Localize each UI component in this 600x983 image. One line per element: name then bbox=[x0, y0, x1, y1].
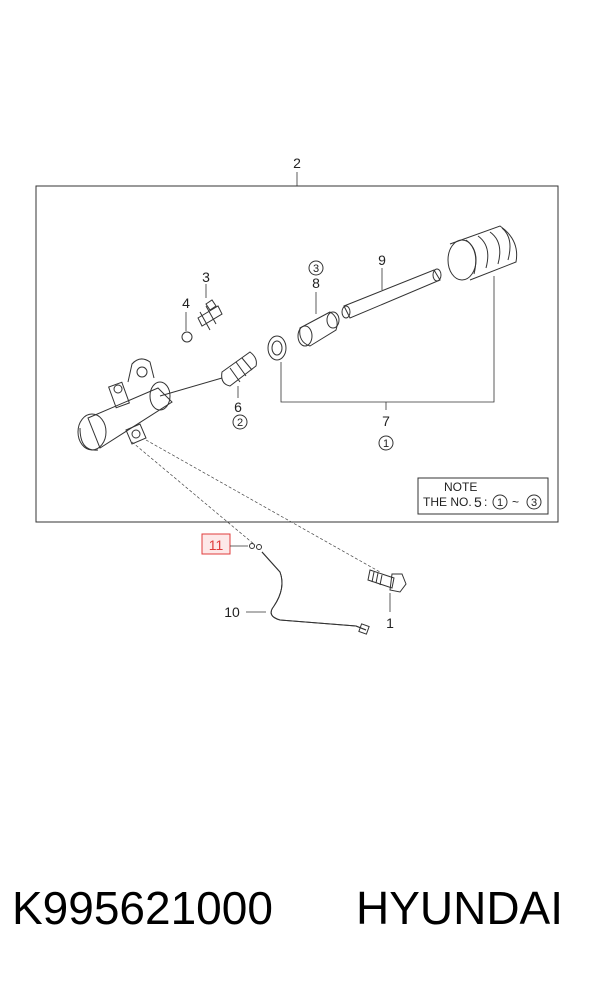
dash-line-bolt bbox=[145, 439, 381, 573]
piston-boot bbox=[221, 351, 257, 387]
note-tilde: ~ bbox=[512, 495, 519, 509]
callout-1: 1 bbox=[386, 615, 394, 631]
bleeder-cap bbox=[181, 331, 193, 343]
bleeder-screw bbox=[197, 299, 223, 331]
callout-7: 7 bbox=[382, 413, 390, 429]
note-title: NOTE bbox=[444, 480, 477, 494]
note-to: 3 bbox=[531, 497, 537, 509]
note-from: 1 bbox=[497, 497, 503, 509]
assembly-frame bbox=[35, 185, 559, 523]
part-number: K995621000 bbox=[12, 882, 273, 934]
callout-6: 6 bbox=[234, 399, 242, 415]
callout-11-highlight bbox=[201, 533, 231, 555]
callout-2: 2 bbox=[293, 155, 301, 171]
note-prefix: THE NO. bbox=[423, 495, 472, 509]
circled-3 bbox=[308, 260, 324, 276]
callout-8: 8 bbox=[312, 275, 320, 291]
note-colon: : bbox=[484, 495, 487, 509]
callout-11: 11 bbox=[209, 537, 224, 553]
note-number: 5 bbox=[474, 494, 482, 510]
piston-seal bbox=[267, 335, 287, 361]
bracket-7 bbox=[280, 276, 495, 403]
clutch-hose bbox=[261, 551, 370, 635]
release-cylinder bbox=[77, 358, 223, 451]
piston bbox=[297, 311, 340, 347]
note-box: NOTE THE NO. 5 : 1 ~ 3 bbox=[417, 477, 549, 515]
push-rod bbox=[341, 268, 442, 319]
callout-9: 9 bbox=[378, 252, 386, 268]
dash-line-hose bbox=[131, 441, 256, 546]
gasket bbox=[249, 543, 255, 549]
circled-2-label: 2 bbox=[237, 417, 243, 429]
circled-3-label: 3 bbox=[313, 263, 319, 275]
callout-4: 4 bbox=[182, 295, 190, 311]
gasket-2 bbox=[256, 544, 262, 550]
dust-boot bbox=[447, 225, 518, 281]
callout-10: 10 bbox=[224, 604, 240, 620]
circled-1 bbox=[378, 435, 394, 451]
brand-name: HYUNDAI bbox=[356, 882, 564, 934]
circled-1-label: 1 bbox=[383, 438, 389, 450]
circled-2 bbox=[232, 414, 248, 430]
mounting-bolt bbox=[367, 569, 407, 593]
callout-3: 3 bbox=[202, 269, 210, 285]
